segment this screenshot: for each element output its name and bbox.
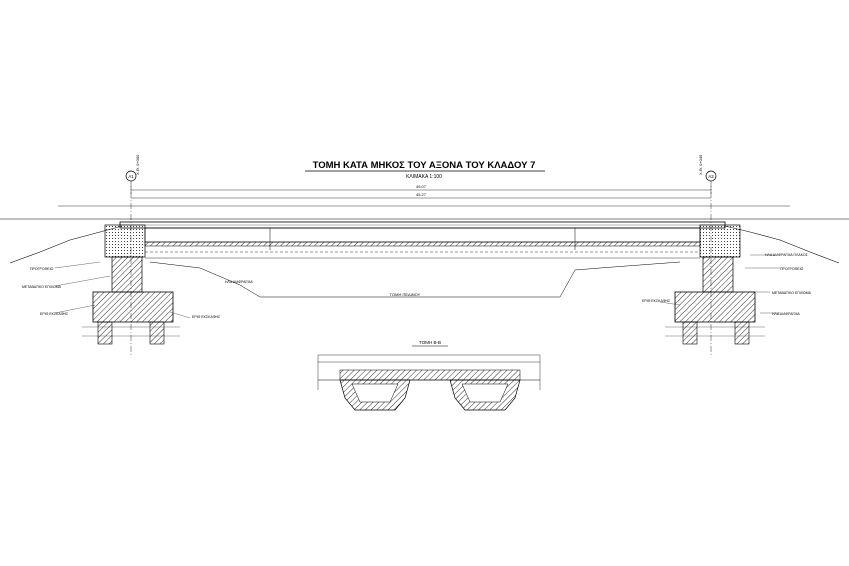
mid-label: ΗΛΑ ΔΙΑΦΡΑΓΜΑ	[225, 280, 253, 284]
axis-marker-right: Α2 Χ.Θ. 0+049	[698, 154, 717, 355]
left-abutment	[82, 224, 180, 345]
right-label-2: ΜΕΤΑΒΑΤΙΚΟ ΕΠΙΧΩΜΑ	[772, 291, 812, 295]
svg-text:Χ.Θ. 0+049: Χ.Θ. 0+049	[698, 154, 703, 175]
bed-label: ΤΟΜΗ ΠΕΔΙΝΟΥ	[390, 292, 421, 297]
right-label-1: ΠΡΟΓΡΟΦΕΙΟ	[780, 267, 804, 271]
dim-total: 49.07	[416, 184, 427, 189]
drawing-scale: ΚΛΙΜΑΚΑ 1:100	[406, 174, 442, 180]
right-label-4: ΗΛΑ ΔΙΑΦΡΑΓΜΑ	[772, 312, 800, 316]
right-label-0: ΗΛΑ ΔΙΑΦΡΑΓΜΑ ΠΛΑΚΟΣ	[765, 253, 809, 257]
section-label: ΤΟΜΗ Β-Β	[419, 340, 441, 345]
right-label-3: ΕΡΙΘ ΕΚΣΚΑΦΗΣ	[642, 299, 671, 303]
left-labels	[54, 261, 191, 319]
dim-inner: 45.27	[416, 192, 427, 197]
svg-text:Χ.Θ. 0+000: Χ.Θ. 0+000	[135, 154, 140, 175]
svg-text:Α2: Α2	[708, 174, 714, 179]
left-label-3: ΕΡΙΘ ΕΚΣΚΑΦΗΣ	[192, 315, 221, 319]
left-label-2: ΕΡΙΘ ΕΚΣΚΑΦΗΣ	[40, 312, 69, 316]
right-abutment	[665, 224, 765, 345]
svg-text:Α1: Α1	[128, 174, 134, 179]
right-labels	[659, 254, 780, 314]
section-b-b	[317, 354, 541, 411]
axis-marker-left: Α1 Χ.Θ. 0+000	[125, 154, 140, 355]
dimension-lines	[58, 186, 790, 207]
left-label-0: ΠΡΟΓΡΟΦΕΙΟ	[30, 267, 54, 271]
drawing-title: ΤΟΜΗ ΚΑΤΑ ΜΗΚΟΣ ΤΟΥ ΑΞΟΝΑ ΤΟΥ ΚΛΑΔΟΥ 7	[313, 160, 536, 171]
riverbed	[149, 261, 681, 298]
bridge-deck	[119, 221, 726, 259]
left-label-1: ΜΕΤΑΒΑΤΙΚΟ ΕΠΙΧΩΜΑ	[22, 285, 62, 289]
